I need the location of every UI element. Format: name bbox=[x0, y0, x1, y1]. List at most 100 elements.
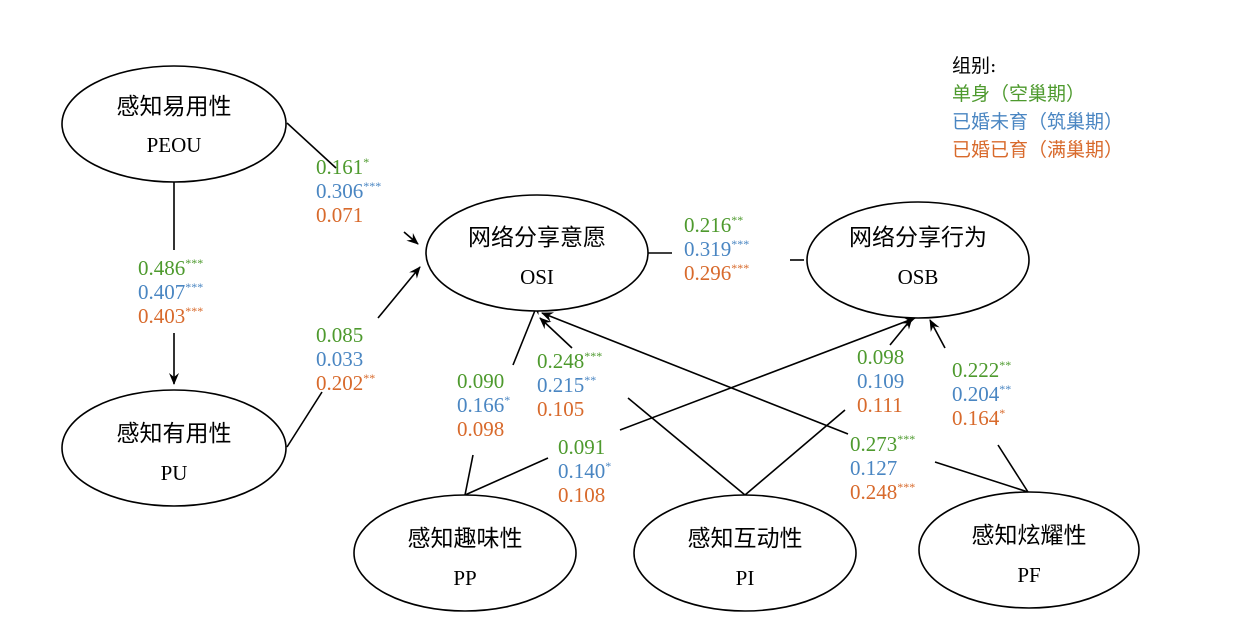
edge-pp-osb bbox=[464, 457, 549, 496]
coefficient-value: 0.140 bbox=[558, 459, 605, 483]
coefficient-value: 0.296 bbox=[684, 261, 731, 285]
coefficient-value: 0.161 bbox=[316, 155, 363, 179]
coefficient-label: 0.098 bbox=[857, 345, 904, 369]
coefficient-label: 0.204** bbox=[952, 382, 1011, 406]
significance-stars: *** bbox=[897, 432, 915, 446]
coefficient-value: 0.108 bbox=[558, 483, 605, 507]
coefficient-label: 0.085 bbox=[316, 323, 363, 347]
coefficient-label: 0.215** bbox=[537, 373, 596, 397]
coefficient-label: 0.248*** bbox=[850, 480, 915, 504]
coefficient-value: 0.164 bbox=[952, 406, 1000, 430]
node-osb: 网络分享行为 OSB bbox=[806, 201, 1030, 319]
coefficient-label: 0.071 bbox=[316, 203, 363, 227]
significance-stars: *** bbox=[363, 179, 381, 193]
coefficient-label: 0.109 bbox=[857, 369, 904, 393]
coefficient-label: 0.296*** bbox=[684, 261, 749, 285]
coefficient-value: 0.222 bbox=[952, 358, 999, 382]
coefficient-label: 0.216** bbox=[684, 213, 743, 237]
significance-stars: *** bbox=[185, 256, 203, 270]
coefficient-label: 0.248*** bbox=[537, 349, 602, 373]
edge-peou-osi bbox=[286, 122, 337, 169]
coefficient-value: 0.403 bbox=[138, 304, 185, 328]
node-title: 感知有用性 bbox=[117, 421, 232, 447]
coefficient-value: 0.202 bbox=[316, 371, 363, 395]
coefficient-value: 0.033 bbox=[316, 347, 363, 371]
node-abbr: PP bbox=[453, 566, 476, 590]
coef-pi-osi: 0.248***0.215**0.105 bbox=[537, 349, 602, 421]
coefficient-label: 0.319*** bbox=[684, 237, 749, 261]
coefficient-label: 0.407*** bbox=[138, 280, 203, 304]
coefficient-label: 0.486*** bbox=[138, 256, 203, 280]
coef-osi-osb: 0.216**0.319***0.296*** bbox=[684, 213, 749, 285]
node-abbr: OSB bbox=[898, 265, 939, 289]
edge-pp-osb-arrow bbox=[619, 317, 916, 431]
coefficient-label: 0.090 bbox=[457, 369, 504, 393]
node-title: 网络分享行为 bbox=[849, 225, 987, 251]
coefficient-label: 0.091 bbox=[558, 435, 605, 459]
edge-pu-osi bbox=[286, 391, 323, 448]
coefficient-label: 0.033 bbox=[316, 347, 363, 371]
coefficient-value: 0.091 bbox=[558, 435, 605, 459]
significance-stars: *** bbox=[731, 237, 749, 251]
coef-pf-osb: 0.222**0.204**0.164* bbox=[952, 358, 1011, 430]
edge-pf-osb bbox=[997, 444, 1029, 493]
coef-peou-pu: 0.486***0.407***0.403*** bbox=[138, 256, 203, 328]
node-pu: 感知有用性 PU bbox=[61, 389, 287, 507]
significance-stars: * bbox=[504, 393, 510, 407]
coefficient-value: 0.306 bbox=[316, 179, 363, 203]
coefficient-value: 0.098 bbox=[857, 345, 904, 369]
coefficient-value: 0.111 bbox=[857, 393, 903, 417]
significance-stars: * bbox=[605, 459, 611, 473]
coefficient-label: 0.306*** bbox=[316, 179, 381, 203]
coefficient-label: 0.164* bbox=[952, 406, 1005, 430]
coefficient-value: 0.407 bbox=[138, 280, 185, 304]
node-title: 感知易用性 bbox=[117, 94, 232, 120]
coefficient-value: 0.098 bbox=[457, 417, 504, 441]
significance-stars: ** bbox=[731, 213, 743, 227]
node-pp: 感知趣味性 PP bbox=[353, 494, 577, 612]
significance-stars: *** bbox=[185, 304, 203, 318]
significance-stars: *** bbox=[897, 480, 915, 494]
edges bbox=[169, 122, 1029, 496]
significance-stars: ** bbox=[584, 373, 596, 387]
node-pi: 感知互动性 PI bbox=[633, 494, 857, 612]
coefficient-value: 0.248 bbox=[850, 480, 897, 504]
legend-item-married-with-child: 已婚已育（满巢期） bbox=[952, 139, 1123, 161]
edge-pp-osi-arrow bbox=[512, 302, 539, 366]
node-title: 感知炫耀性 bbox=[972, 523, 1087, 549]
significance-stars: * bbox=[363, 155, 369, 169]
significance-stars: *** bbox=[584, 349, 602, 363]
coefficient-value: 0.215 bbox=[537, 373, 584, 397]
coef-peou-osi: 0.161*0.306***0.071 bbox=[316, 155, 381, 227]
coefficient-value: 0.166 bbox=[457, 393, 504, 417]
coefficient-label: 0.403*** bbox=[138, 304, 203, 328]
edge-pu-osi-arrow bbox=[377, 266, 421, 319]
node-pf: 感知炫耀性 PF bbox=[918, 491, 1140, 609]
significance-stars: *** bbox=[185, 280, 203, 294]
node-title: 感知趣味性 bbox=[408, 526, 523, 552]
legend-item-single: 单身（空巢期） bbox=[952, 83, 1085, 105]
node-abbr: PU bbox=[161, 461, 188, 485]
edge-pf-osb-arrow bbox=[929, 319, 946, 349]
coefficient-value: 0.486 bbox=[138, 256, 185, 280]
coefficient-label: 0.222** bbox=[952, 358, 1011, 382]
coefficient-value: 0.109 bbox=[857, 369, 904, 393]
node-title: 网络分享意愿 bbox=[468, 225, 606, 251]
coefficient-value: 0.319 bbox=[684, 237, 731, 261]
edge-pi-osi bbox=[627, 397, 746, 496]
significance-stars: ** bbox=[363, 371, 375, 385]
node-osi: 网络分享意愿 OSI bbox=[425, 194, 649, 312]
node-title: 感知互动性 bbox=[688, 526, 803, 552]
coefficient-label: 0.161* bbox=[316, 155, 369, 179]
coefficient-label: 0.273*** bbox=[850, 432, 915, 456]
legend: 组别: 单身（空巢期） 已婚未育（筑巢期） 已婚已育（满巢期） bbox=[952, 55, 1123, 161]
significance-stars: ** bbox=[999, 358, 1011, 372]
coefficient-label: 0.127 bbox=[850, 456, 897, 480]
node-abbr: PI bbox=[736, 566, 755, 590]
coefficient-value: 0.127 bbox=[850, 456, 897, 480]
legend-item-married-no-child: 已婚未育（筑巢期） bbox=[952, 111, 1123, 133]
